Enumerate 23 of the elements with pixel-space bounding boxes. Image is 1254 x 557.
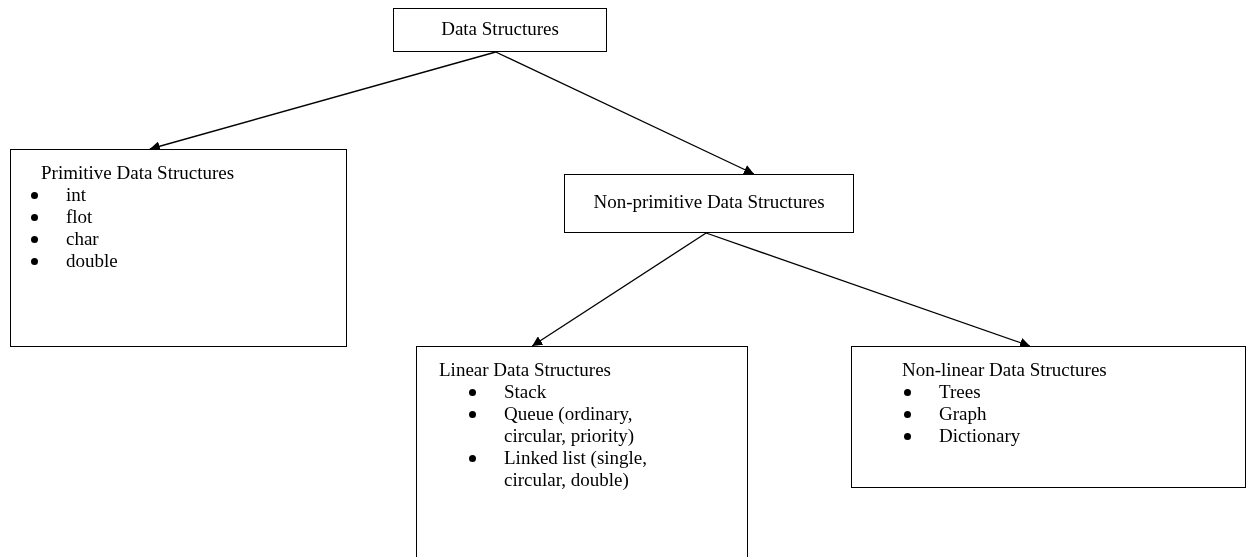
list-item: Trees — [939, 381, 982, 403]
text-box — [851, 346, 1246, 488]
list-item: Linked list (single, circular, double) — [504, 447, 648, 491]
box-heading: Data Structures — [440, 18, 560, 40]
text-box — [10, 149, 347, 347]
list-item: Dictionary — [939, 425, 1022, 447]
list-item: flot — [66, 206, 94, 228]
list-item: Stack — [504, 381, 548, 403]
box-heading: Primitive Data Structures — [41, 162, 236, 184]
text-box — [564, 174, 854, 233]
box-heading: Non-linear Data Structures — [902, 359, 1108, 381]
list-item: char — [66, 228, 100, 250]
box-heading: Linear Data Structures — [439, 359, 612, 381]
text-box — [416, 346, 748, 557]
arrow — [705, 232, 1031, 348]
box-heading: Non-primitive Data Structures — [592, 191, 826, 213]
arrow — [531, 232, 707, 347]
list-item: Graph — [939, 403, 988, 425]
list-item: double — [66, 250, 119, 272]
arrow — [495, 51, 755, 175]
text-box — [393, 8, 607, 52]
list-item: Queue (ordinary, circular, priority) — [504, 403, 636, 447]
list-item: int — [66, 184, 88, 206]
